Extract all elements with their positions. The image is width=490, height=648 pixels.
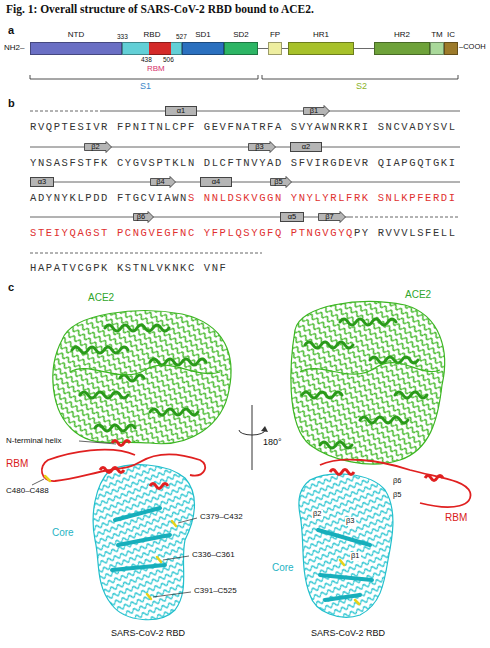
domain-label: RBD [144,30,161,39]
disulfide-label: C336–C361 [192,550,235,559]
sequence-row: ADYNYKLPDD FTGCVIAWNS NNLDSKVGGN YNYLYRL… [30,192,457,204]
region-label: Core [52,527,74,539]
domain-box: FP [268,42,282,55]
domain-box: HR2 [374,42,430,55]
strand-arrow: β1 [303,105,330,117]
sequence-text: PY RVVVLSFELL [354,227,457,239]
domain-label: IC [447,30,455,39]
strand-arrow: β7 [318,211,346,223]
residue-number: 438 [141,56,152,63]
strand-label: β3 [345,517,356,526]
domain-label: HR1 [313,30,329,39]
protein-label: ACE2 [405,289,431,301]
structure-label: α4 [212,178,221,186]
panel-letter: a [8,24,14,37]
structure-label: α1 [177,107,186,115]
strand-arrow: β5 [270,176,292,188]
domain-label: FP [270,30,280,39]
structure-label: α3 [38,178,47,186]
structure-label: α2 [302,143,311,151]
subunit-label: S2 [356,81,367,91]
domain-label: HR2 [394,30,410,39]
structure-label: β2 [91,143,100,151]
domain-box: HR1 [288,42,354,55]
helix-box: α5 [280,212,304,222]
sequence-text: YNSASFSTFK CYGVSPTKLN DLCFTNVYAD SFVIRGD… [30,157,457,169]
domain-label: SD1 [195,30,211,39]
rbd-cartoon [32,441,205,620]
sequence-row: RVQPTESIVR FPNITNLCPF GEVFNATRFA SVYAWNR… [30,121,457,133]
domain-box: RBD [122,42,182,55]
protein-label: ACE2 [88,292,114,304]
structure-caption: SARS-CoV-2 RBD [311,628,385,638]
region-label: Core [272,562,294,574]
structure-label: N-terminal helix [6,436,62,445]
panel-letter: b [8,97,15,110]
strand-arrow: β6 [133,211,154,223]
helix-box: α2 [290,142,322,152]
domain-label: NTD [68,30,84,39]
domain-box: NTD [30,42,122,55]
ace2-cartoon [291,302,445,464]
helix-box: α1 [165,106,197,116]
strand-arrow: β3 [248,141,276,153]
terminus-label: NH2– [4,43,24,52]
residue-number: 527 [176,33,187,40]
sequence-text: RVQPTESIVR FPNITNLCPF GEVFNATRFA SVYAWNR… [30,121,457,133]
sequence-text: STEIYQAGST PCNGVEGFNC YFPLQSYGFQ PTNGVGY… [30,227,354,239]
s1-bracket [30,75,258,79]
strand-arrow: β2 [84,141,112,153]
structure-label: β1 [310,107,319,115]
rotation-label: 180° [263,437,282,447]
strand-arrow: β4 [150,176,176,188]
sequence-text: ADYNYKLPDD FTGCVIAWN [30,192,188,204]
domain-box: SD2 [224,42,258,55]
structure-label: β3 [255,143,264,151]
rbd-cartoon [299,460,471,618]
structure-label: β7 [325,213,334,221]
sequence-row: STEIYQAGST PCNGVEGFNC YFPLQSYGFQ PTNGVGY… [30,227,457,239]
strand-label: β1 [350,552,361,561]
structure-label: β4 [156,178,165,186]
motif-label: RBM [445,512,467,524]
disulfide-label: C480–C488 [6,486,49,495]
figure-title: Fig. 1: Overall structure of SARS-CoV-2 … [6,3,314,16]
structure-lines [30,111,460,253]
sequence-row: YNSASFSTFK CYGVSPTKLN DLCFTNVYAD SFVIRGD… [30,157,457,169]
helix-box: α4 [200,177,232,187]
residue-number: 506 [163,56,174,63]
subunit-label: S1 [140,81,151,91]
ace2-cartoon [53,311,231,444]
strand-label: β2 [312,510,323,519]
domain-box: SD1 [182,42,224,55]
domain-label: SD2 [233,30,249,39]
motif-label: RBM [6,458,28,470]
disulfide-label: C379–C432 [200,512,243,521]
strand-label: β6 [392,477,403,486]
motif-label: RBM [147,64,165,73]
sequence-row: HAPATVCGPK KSTNLVKNKC VNF [30,262,228,274]
structure-label: α5 [288,213,297,221]
domain-box: IC [444,42,458,55]
structure-label: β5 [274,178,283,186]
residue-number: 333 [117,33,128,40]
s2-bracket [262,75,458,79]
sequence-text: HAPATVCGPK KSTNLVKNKC VNF [30,262,228,274]
structure-label: β6 [137,213,146,221]
terminus-label: –COOH [459,43,486,52]
disulfide-label: C391–C525 [194,586,237,595]
structure-caption: SARS-CoV-2 RBD [111,628,185,638]
sequence-text: S NNLDSKVGGN YNYLYRLFRK SNLKPFERDI [188,192,457,204]
helix-box: α3 [30,177,54,187]
domain-label: TM [431,30,443,39]
domain-box: TM [430,42,444,55]
panel-letter: c [8,281,14,294]
strand-label: β5 [392,491,403,500]
